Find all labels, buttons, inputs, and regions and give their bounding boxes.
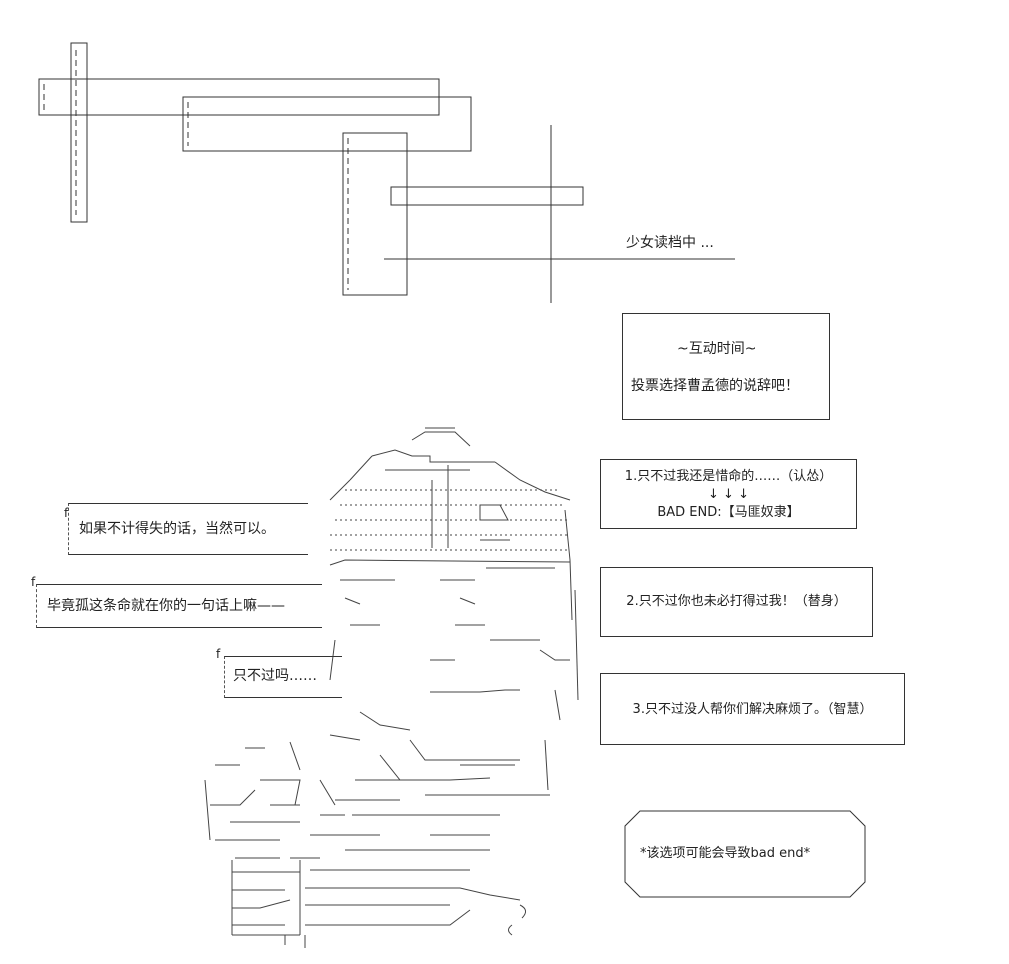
warning-text: *该选项可能会导致bad end* xyxy=(640,846,811,861)
dialogue-line-1: 如果不计得失的话，当然可以。 xyxy=(79,521,275,537)
speech-bubble-1: 如果不计得失的话，当然可以。 xyxy=(68,503,308,555)
bubble-hook-1: f xyxy=(64,506,69,520)
speech-bubble-3: 只不过吗…… xyxy=(224,656,342,698)
option-3-label: 3.只不过没人帮你们解决麻烦了。（智慧） xyxy=(632,702,873,717)
option-3-box[interactable]: 3.只不过没人帮你们解决麻烦了。（智慧） xyxy=(600,673,905,745)
option-1-box[interactable]: 1.只不过我还是惜命的……（认怂） ↓ ↓ ↓ BAD END:【马匪奴隶】 xyxy=(600,459,857,529)
option-2-label: 2.只不过你也未必打得过我！（替身） xyxy=(626,594,847,609)
dialogue-line-2: 毕竟孤这条命就在你的一句话上嘛—— xyxy=(47,598,285,614)
interaction-box: ~互动时间~ 投票选择曹孟德的说辞吧！ xyxy=(622,313,830,420)
interaction-prompt: 投票选择曹孟德的说辞吧！ xyxy=(631,378,799,394)
option-1-ending: BAD END:【马匪奴隶】 xyxy=(657,505,800,520)
bubble-hook-2: f xyxy=(31,575,36,589)
option-2-box[interactable]: 2.只不过你也未必打得过我！（替身） xyxy=(600,567,873,637)
bubble-hook-3: f xyxy=(216,647,221,661)
speech-bubble-2: 毕竟孤这条命就在你的一句话上嘛—— xyxy=(36,584,322,628)
option-1-label: 1.只不过我还是惜命的……（认怂） xyxy=(624,469,833,484)
option-1-arrows: ↓ ↓ ↓ xyxy=(708,487,749,502)
loading-title: 少女读档中 ... xyxy=(626,235,714,251)
interaction-heading: ~互动时间~ xyxy=(677,341,757,357)
dialogue-line-3: 只不过吗…… xyxy=(233,668,317,684)
